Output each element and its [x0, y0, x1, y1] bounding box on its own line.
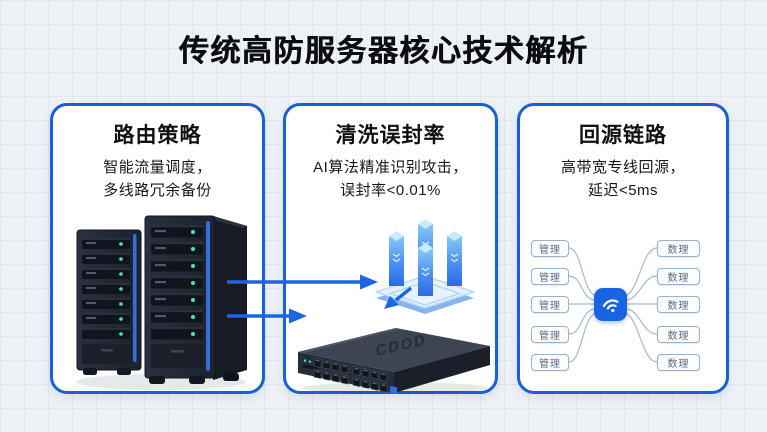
panel-scrubbing-title: 清洗误封率	[335, 124, 446, 147]
server-tower-right	[144, 215, 247, 384]
diagram-connectors	[568, 247, 658, 363]
node-manage-5: 管理	[531, 354, 569, 371]
panel-scrubbing-desc: AI算法精准识别攻击， 误封率<0.01%	[286, 156, 495, 203]
panel-origin-desc-line1: 高带宽专线回源，	[560, 159, 685, 176]
server-tower-left	[76, 229, 142, 375]
panel-routing-desc-line2: 多线路冗余备份	[103, 182, 212, 200]
node-manage-1: 管理	[531, 240, 569, 257]
wifi-hub	[594, 288, 627, 321]
panel-origin-link: 回源链路 高带宽专线回源， 延迟<5ms 管理 管理 管理 管理 管理 数理 数…	[517, 103, 729, 394]
panel-origin-title: 回源链路	[579, 124, 667, 147]
panel-origin-desc: 高带宽专线回源， 延迟<5ms	[520, 156, 726, 203]
node-data-2: 数理	[657, 268, 700, 285]
node-data-4: 数理	[657, 326, 700, 343]
panel-routing-desc-line1: 智能流量调度，	[103, 159, 212, 176]
switch-illustration: CDOD	[298, 328, 490, 395]
panel-routing-title: 路由策略	[113, 124, 202, 147]
server-rack-illustration	[76, 215, 247, 390]
node-manage-4: 管理	[531, 326, 569, 343]
pillar	[418, 243, 433, 296]
origin-link-diagram: 管理 管理 管理 管理 管理 数理 数理 数理 数理 数理	[520, 106, 726, 391]
pillar	[389, 231, 404, 286]
panel-scrubbing-rate: 清洗误封率 AI算法精准识别攻击， 误封率<0.01%	[283, 103, 498, 395]
panel-origin-desc-line2: 延迟<5ms	[587, 182, 659, 200]
panel-scrubbing-desc-line1: AI算法精准识别攻击，	[313, 159, 468, 176]
pillar	[447, 231, 462, 286]
node-data-3: 数理	[657, 296, 700, 313]
panel-routing-desc: 智能流量调度， 多线路冗余备份	[53, 156, 262, 203]
panel-scrubbing-desc-line2: 误封率<0.01%	[340, 182, 441, 200]
node-data-5: 数理	[657, 354, 700, 371]
wifi-icon	[602, 298, 619, 312]
pillars-illustration	[375, 219, 475, 314]
node-data-1: 数理	[657, 240, 700, 257]
node-manage-2: 管理	[531, 268, 569, 285]
panel-routing-strategy: 路由策略 智能流量调度， 多线路冗余备份	[50, 103, 265, 394]
node-manage-3: 管理	[531, 296, 569, 313]
page-title: 传统高防服务器核心技术解析	[178, 35, 589, 68]
switch-ports	[313, 357, 397, 395]
